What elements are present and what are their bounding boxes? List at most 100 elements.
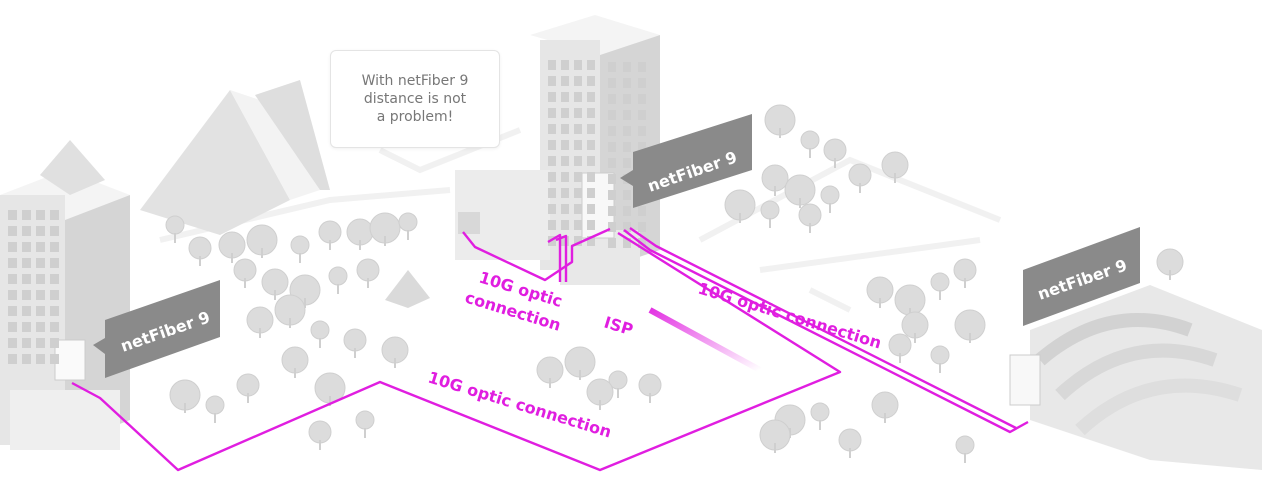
window	[548, 92, 556, 102]
left-tower-windows	[8, 210, 59, 364]
window	[50, 242, 59, 252]
tree	[328, 266, 348, 286]
window	[623, 222, 631, 232]
window	[574, 220, 582, 230]
fiber-local-building	[462, 227, 611, 282]
window	[548, 60, 556, 70]
window	[623, 142, 631, 152]
tree	[760, 200, 780, 220]
tree	[955, 435, 975, 455]
window	[561, 92, 569, 102]
window	[548, 76, 556, 86]
window	[50, 226, 59, 236]
tree	[638, 373, 662, 397]
fiber-left-to-center	[71, 231, 842, 472]
window	[50, 306, 59, 316]
window	[574, 172, 582, 182]
tree	[398, 212, 418, 232]
window	[36, 338, 45, 348]
tree	[165, 215, 185, 235]
isp-beam	[648, 307, 762, 373]
tree	[205, 395, 225, 415]
window	[561, 156, 569, 166]
window	[587, 236, 595, 246]
window	[608, 206, 616, 216]
window	[587, 140, 595, 150]
window	[623, 94, 631, 104]
tree	[355, 410, 375, 430]
window	[587, 76, 595, 86]
window	[623, 78, 631, 88]
window	[608, 62, 616, 72]
window	[36, 274, 45, 284]
window	[561, 188, 569, 198]
tree	[233, 258, 257, 282]
tree	[290, 235, 310, 255]
window	[574, 188, 582, 198]
window	[574, 92, 582, 102]
window	[36, 258, 45, 268]
tree	[810, 402, 830, 422]
window	[36, 290, 45, 300]
window	[50, 290, 59, 300]
window	[608, 110, 616, 120]
window	[50, 210, 59, 220]
window	[587, 188, 595, 198]
fiber-isp-branch-b	[555, 234, 568, 282]
window	[638, 94, 646, 104]
window	[561, 76, 569, 86]
tree	[236, 373, 260, 397]
window	[22, 274, 31, 284]
info-callout: With netFiber 9 distance is not a proble…	[330, 50, 500, 148]
window	[574, 236, 582, 246]
window	[8, 242, 17, 252]
window	[22, 322, 31, 332]
window	[548, 156, 556, 166]
center-office-tower	[455, 15, 660, 285]
window	[574, 204, 582, 214]
tree	[356, 258, 380, 282]
window	[22, 226, 31, 236]
window	[574, 76, 582, 86]
window	[587, 172, 595, 182]
window	[548, 204, 556, 214]
conn-label-bottom: 10G optic connection	[426, 368, 614, 442]
callout-text: With netFiber 9 distance is not a proble…	[361, 73, 469, 125]
tree	[343, 328, 367, 352]
window	[608, 222, 616, 232]
window	[548, 124, 556, 134]
tree	[930, 345, 950, 365]
window	[608, 190, 616, 200]
fiber-isp-branch-a	[547, 233, 562, 282]
window	[574, 108, 582, 118]
window	[638, 206, 646, 216]
window	[587, 60, 595, 70]
tree	[800, 130, 820, 150]
tree	[838, 428, 862, 452]
tree	[310, 320, 330, 340]
window	[36, 226, 45, 236]
window	[561, 108, 569, 118]
window	[638, 110, 646, 120]
window	[561, 124, 569, 134]
window	[36, 210, 45, 220]
window	[623, 126, 631, 136]
window	[36, 322, 45, 332]
fiber-links	[71, 227, 1029, 472]
window	[8, 354, 17, 364]
window	[36, 242, 45, 252]
window	[623, 190, 631, 200]
window	[22, 338, 31, 348]
fiber-center-to-right	[623, 229, 1029, 434]
window	[574, 156, 582, 166]
tree	[953, 258, 977, 282]
window	[587, 220, 595, 230]
window	[22, 210, 31, 220]
window	[623, 238, 631, 248]
window	[638, 126, 646, 136]
window	[608, 238, 616, 248]
tree	[798, 203, 822, 227]
window	[574, 140, 582, 150]
fiber-center-to-right-2	[629, 227, 1017, 430]
